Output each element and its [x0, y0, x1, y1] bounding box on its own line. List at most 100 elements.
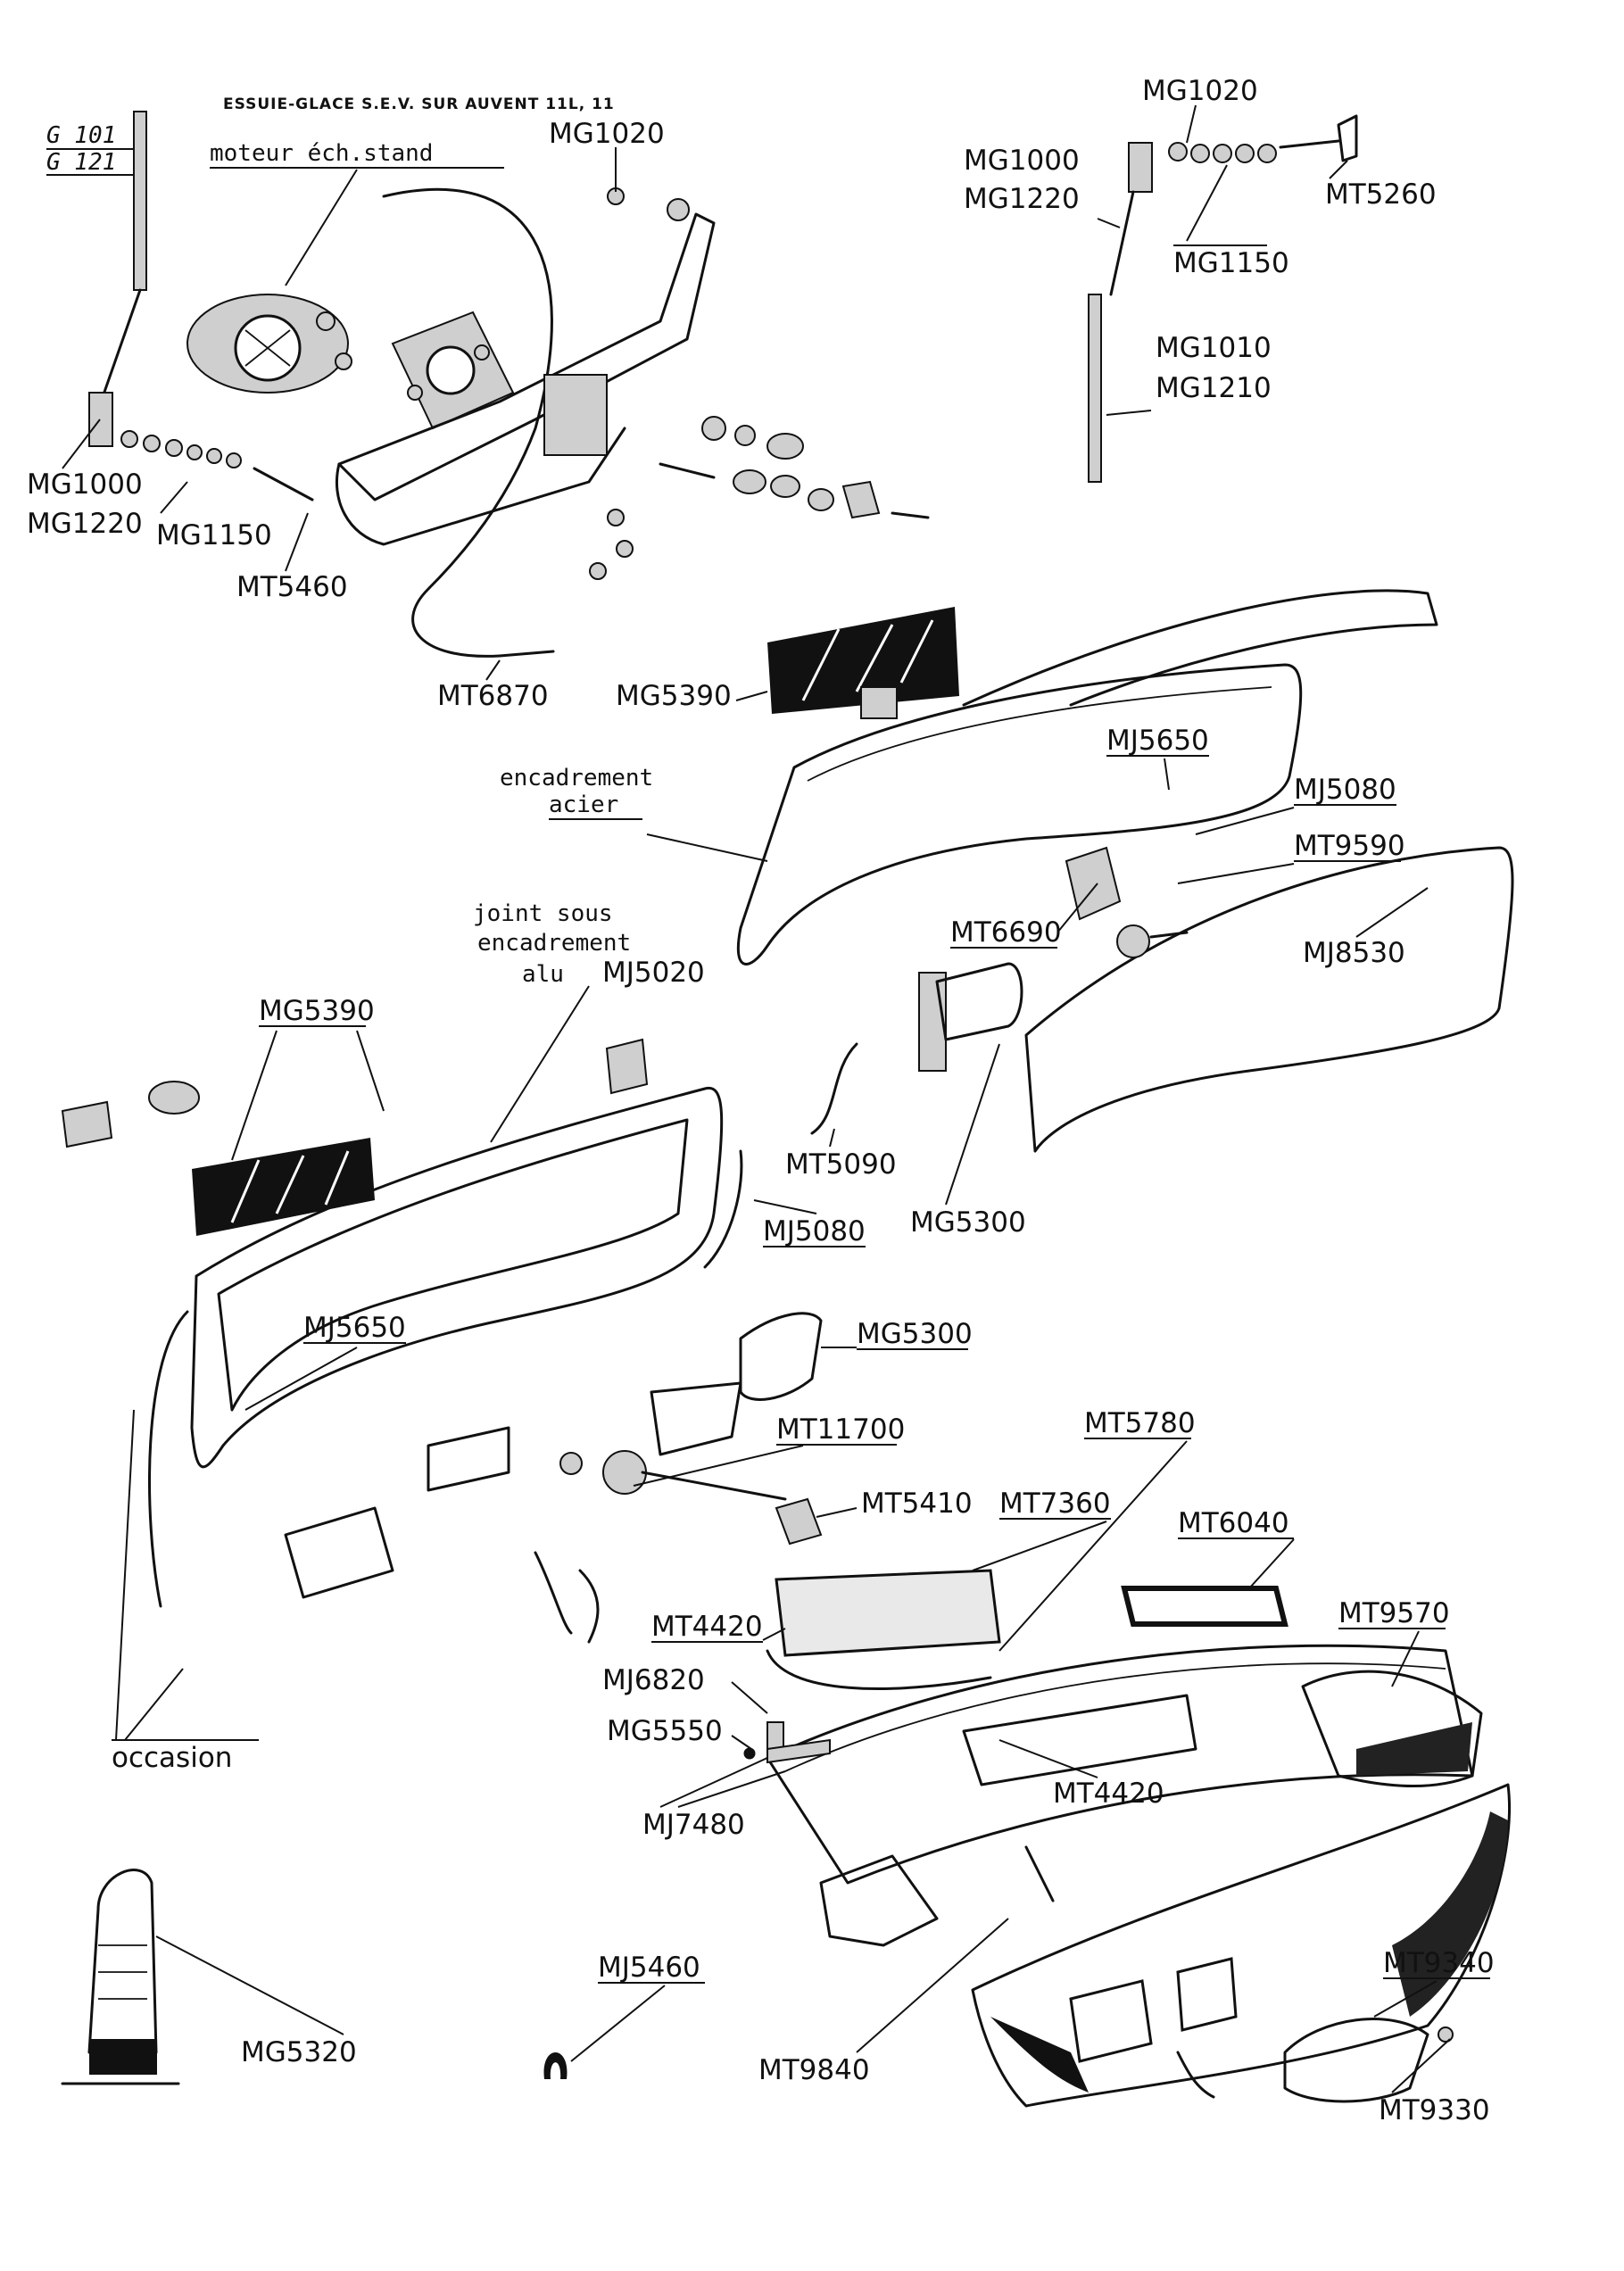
leader-mt5260 [1329, 160, 1348, 179]
part-mg1020-b: MG1020 [1142, 75, 1258, 107]
aluminium-frame-lower [148, 1086, 724, 1608]
leader-mt9340 [1373, 1980, 1438, 2018]
leader-mt6040 [1248, 1538, 1295, 1589]
aluminium-frame-upper [1024, 846, 1514, 1153]
part-mg5550: MG5550 [607, 1715, 723, 1747]
part-mt4420-a: MT4420 [651, 1611, 763, 1643]
leader-mj5650-a [1164, 758, 1170, 791]
part-mt4420-b: MT4420 [1053, 1778, 1164, 1810]
part-mt5260: MT5260 [1325, 178, 1437, 211]
cable-end [498, 650, 555, 658]
linkage-bracket [335, 187, 716, 546]
wiper-arm-right [1088, 114, 1358, 483]
wiper-blade-left: G 101 G 121 [46, 111, 147, 447]
ashtray-assembly [284, 1426, 510, 1599]
leader-mt5410 [816, 1507, 858, 1518]
visor-brackets [61, 1038, 649, 1148]
leader-mt9330 [1391, 2038, 1451, 2093]
leader-mg1220-b [1097, 218, 1121, 228]
rear-view-mirror-upper [918, 962, 1023, 1072]
part-mg1000-a: MG1000 [27, 468, 143, 501]
leader-mg5550 [731, 1735, 752, 1750]
label-alu: alu [522, 961, 564, 988]
leader-mg5320 [155, 1935, 344, 2035]
label-moteur: moteur éch.stand [210, 140, 433, 167]
leader-mg1020-b [1186, 104, 1197, 144]
label-acier: acier [549, 792, 618, 818]
leader-mg1000-a [62, 419, 101, 469]
part-mt7360: MT7360 [999, 1488, 1111, 1520]
leader-mt11700 [633, 1445, 804, 1487]
leader-mt5780 [998, 1440, 1188, 1652]
part-mg5390-b: MG5390 [259, 995, 375, 1027]
part-mj5650-b: MJ5650 [303, 1312, 406, 1344]
leader-mj5020 [490, 985, 590, 1143]
wiper-motor [186, 294, 352, 394]
leader-mg5390-b-1 [231, 1030, 278, 1161]
part-mt5780: MT5780 [1084, 1407, 1196, 1439]
leader-mt5090 [829, 1128, 835, 1148]
part-mg1000-b: MG1000 [964, 145, 1080, 177]
dashboard-small-parts [743, 1721, 1454, 2099]
leader-mj6820 [731, 1681, 768, 1714]
wiper-blade-rubber [133, 111, 147, 291]
leader-mt4420-a [762, 1628, 786, 1641]
leader-mg5300-a [945, 1043, 1000, 1206]
leader-mg5390-a [735, 691, 768, 701]
vent-frame [1121, 1586, 1288, 1627]
linkage-hardware [589, 416, 930, 580]
label-encadrement-2: encadrement [477, 930, 631, 957]
part-mg5390-a: MG5390 [616, 680, 732, 712]
wiper-arm-head [88, 392, 113, 447]
glove-box-lid [766, 1569, 1001, 1690]
part-mg1220-b: MG1220 [964, 183, 1080, 215]
part-mj5080-a: MJ5080 [1294, 774, 1396, 806]
rear-view-mirror-lower [650, 1312, 823, 1456]
leader-mt4420-b [998, 1739, 1098, 1778]
part-mt6690: MT6690 [950, 916, 1062, 949]
leader-mt7360 [972, 1521, 1107, 1571]
leader-occasion-2 [124, 1668, 184, 1741]
leader-mt9840 [856, 1918, 1009, 2053]
leader-mj5080-b [753, 1199, 817, 1214]
sealant-tube [61, 1869, 180, 2085]
diagram-title: ESSUIE-GLACE S.E.V. SUR AUVENT 11L, 11 [223, 95, 615, 113]
part-mg1010: MG1010 [1156, 332, 1272, 364]
rubber-grommet [543, 2052, 568, 2079]
label-joint-sous: joint sous [473, 900, 613, 927]
sun-visor-lower [192, 1138, 375, 1236]
leader-mj5460 [570, 1985, 666, 2062]
leader-mj7480 [659, 1757, 768, 1808]
dashboard-lower [971, 1783, 1512, 2108]
part-mt9340: MT9340 [1383, 1947, 1495, 1979]
part-mg1150-b: MG1150 [1173, 247, 1289, 279]
instrument-cover [819, 1854, 939, 1947]
leader-mj8530 [1355, 887, 1429, 938]
part-mj5650-a: MJ5650 [1106, 725, 1209, 757]
leader-mg5390-b-2 [356, 1030, 385, 1112]
label-occasion: occasion [112, 1742, 232, 1774]
leader-mt9570 [1391, 1630, 1420, 1687]
leader-mj5650-b [244, 1347, 358, 1411]
part-mg1220-a: MG1220 [27, 508, 143, 540]
part-mj6820: MJ6820 [602, 1664, 705, 1696]
wiper-arm [101, 288, 142, 399]
part-mj8530: MJ8530 [1303, 937, 1405, 969]
defrost-link [810, 1042, 858, 1135]
roof-panel [962, 589, 1438, 707]
part-mt9590: MT9590 [1294, 830, 1405, 862]
part-mt9570: MT9570 [1338, 1597, 1450, 1629]
leader-mt5460 [285, 512, 309, 572]
glove-compartment [1283, 2018, 1429, 2103]
motor-mounting-plate [391, 311, 515, 430]
windscreen-bracket [1065, 846, 1189, 958]
part-mg1150-a: MG1150 [156, 519, 272, 551]
part-mj5080-b: MJ5080 [763, 1215, 866, 1247]
part-mt5090: MT5090 [785, 1148, 897, 1181]
part-mt5410: MT5410 [861, 1488, 973, 1520]
part-mg1210: MG1210 [1156, 372, 1272, 404]
part-mj5460: MJ5460 [598, 1952, 700, 1984]
leader-mt6690 [1056, 883, 1098, 933]
part-mg1020-a: MG1020 [549, 118, 665, 150]
